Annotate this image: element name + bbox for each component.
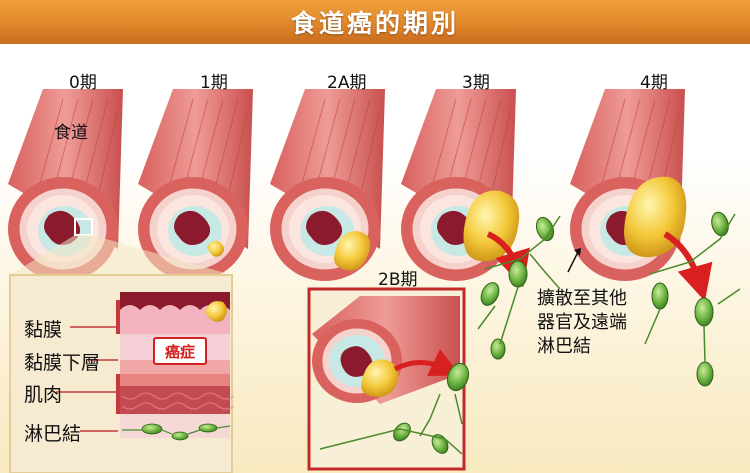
- esophagus-stage-2b: [312, 296, 460, 404]
- diagram-scene: 0期 1期 2A期 3期 4期 2B期 食道 癌症 黏膜 黏膜下層 肌肉 淋巴結…: [0, 44, 750, 473]
- spread-arrow-stage-2b: [393, 348, 461, 377]
- esophagus-stage-1: [138, 89, 253, 281]
- stage-label-1: 1期: [200, 73, 228, 93]
- tumor-detail: [205, 301, 227, 322]
- esophagus-stage-3: [401, 89, 520, 281]
- lymph-vessels-stage-2b: [319, 393, 463, 455]
- zoom-projection: [10, 235, 232, 275]
- stage-label-3: 3期: [462, 73, 490, 93]
- title-banner: 食道癌的期別: [0, 0, 750, 44]
- lymph-nodes-stage-3: [480, 216, 555, 360]
- layer-leader-lines: [56, 300, 120, 432]
- stage-label-4: 4期: [640, 73, 668, 93]
- stage-label-2b: 2B期: [378, 270, 418, 290]
- tissue-layers: [120, 292, 235, 441]
- spread-arrow-stage-4: [663, 231, 713, 302]
- spread-note: 擴散至其他 器官及遠端 淋巴結: [537, 287, 627, 359]
- layer-label-submucosa: 黏膜下層: [24, 352, 101, 374]
- spread-note-line-3: 淋巴結: [537, 336, 591, 357]
- esophagus-stages-illustration: [0, 89, 750, 473]
- lymph-nodes-stage-2b: [393, 362, 470, 454]
- note-pointer-head: [574, 248, 581, 256]
- lymph-nodes-stage-4: [651, 211, 729, 387]
- esophagus-stage-4: [570, 89, 687, 281]
- spread-note-line-1: 擴散至其他: [537, 288, 627, 309]
- cancer-tag: 癌症: [153, 337, 207, 365]
- stage-label-0: 0期: [69, 73, 97, 93]
- layer-label-muscle: 肌肉: [24, 384, 63, 406]
- note-pointer: [567, 251, 579, 273]
- lymph-vessels-stage-4: [644, 213, 741, 363]
- esophagus-stage-2a: [270, 89, 385, 281]
- diagram-title: 食道癌的期別: [290, 9, 459, 38]
- lymph-vessels-stage-3: [477, 215, 561, 345]
- esophagus-label: 食道: [54, 123, 88, 143]
- tumor-stage-2b: [361, 359, 399, 397]
- spread-note-line-2: 器官及遠端: [537, 312, 627, 333]
- tumor-stage-1: [207, 240, 224, 257]
- tumor-stage-2a: [334, 231, 371, 271]
- layer-label-mucosa: 黏膜: [24, 319, 63, 341]
- layer-label-lymph-node: 淋巴結: [24, 423, 82, 445]
- stage-label-2a: 2A期: [327, 73, 367, 93]
